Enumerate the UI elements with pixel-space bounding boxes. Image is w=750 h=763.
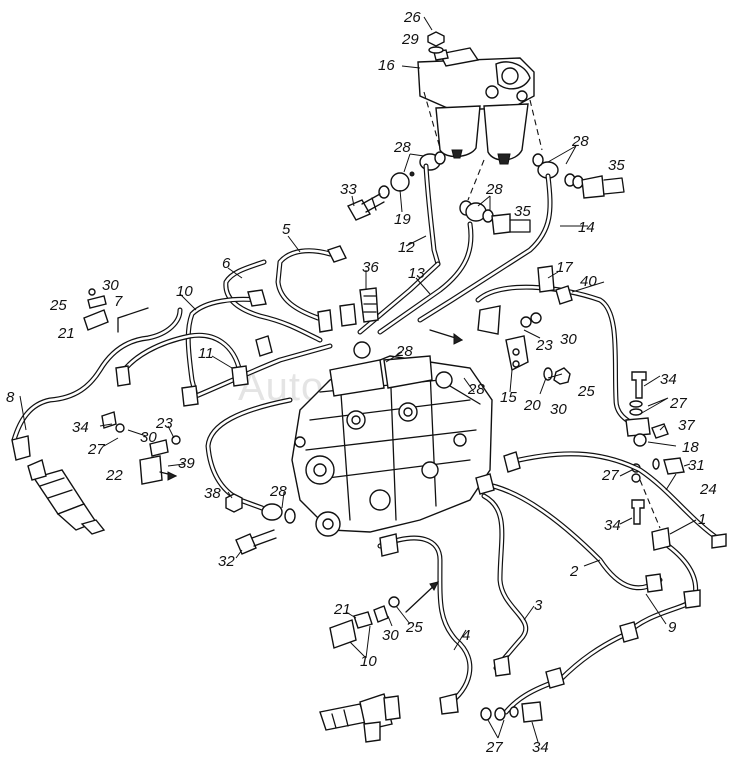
callout-34: 34 bbox=[604, 517, 621, 534]
callout-15: 15 bbox=[500, 389, 517, 406]
callout-30: 30 bbox=[382, 627, 399, 644]
callout-22: 22 bbox=[105, 467, 123, 484]
callout-32: 32 bbox=[218, 553, 235, 570]
injector-lines-left bbox=[11, 245, 357, 461]
callout-35: 35 bbox=[608, 157, 625, 174]
callout-10: 21 bbox=[57, 325, 75, 342]
callout-6: 6 bbox=[222, 255, 231, 272]
callout-38: 38 bbox=[204, 485, 221, 502]
callout-16: 16 bbox=[378, 57, 395, 74]
callout-34: 34 bbox=[660, 371, 677, 388]
callout-17: 17 bbox=[556, 259, 573, 276]
injector-bottom bbox=[319, 693, 401, 743]
clamp-parts bbox=[83, 288, 400, 649]
injector-left bbox=[27, 459, 106, 535]
callout-3: 3 bbox=[534, 597, 543, 614]
injector-lines-lower bbox=[377, 451, 727, 723]
callout-30: 30 bbox=[550, 401, 567, 418]
callout-27: 27 bbox=[669, 395, 687, 412]
callout-30: 30 bbox=[140, 429, 157, 446]
callout-27: 27 bbox=[601, 467, 619, 484]
callout-10: 10 bbox=[360, 653, 377, 670]
callout-21: 21 bbox=[333, 601, 351, 618]
callout-34: 34 bbox=[72, 419, 89, 436]
callout-9: 9 bbox=[668, 619, 677, 636]
callout-28: 28 bbox=[395, 343, 413, 360]
callout-33: 33 bbox=[340, 181, 357, 198]
fuel-filter-assembly bbox=[417, 31, 535, 165]
callout-23: 23 bbox=[535, 337, 553, 354]
callout-18: 18 bbox=[682, 439, 699, 456]
callout-30: 30 bbox=[560, 331, 577, 348]
callout-19: 19 bbox=[394, 211, 411, 228]
callout-4: 4 bbox=[462, 627, 470, 644]
callout-20: 20 bbox=[523, 397, 541, 414]
callout-27: 27 bbox=[485, 739, 503, 756]
callout-8: 8 bbox=[6, 389, 15, 406]
callout-5: 5 bbox=[282, 221, 291, 238]
arrow-upper-left bbox=[117, 307, 149, 319]
callout-31: 31 bbox=[688, 457, 705, 474]
callout-14: 14 bbox=[578, 219, 595, 236]
brackets bbox=[477, 265, 573, 385]
callout-39: 39 bbox=[178, 455, 195, 472]
callout-12: 12 bbox=[398, 239, 415, 256]
callout-7: 10 bbox=[176, 283, 193, 300]
callout-1: 1 bbox=[698, 511, 706, 528]
callout-37: 37 bbox=[678, 417, 695, 434]
callout-26: 26 bbox=[403, 9, 421, 26]
callout-21: 7 bbox=[114, 293, 123, 310]
injection-pump bbox=[291, 287, 493, 537]
callout-30: 30 bbox=[102, 277, 119, 294]
callout-34: 34 bbox=[532, 739, 549, 756]
callout-25: 25 bbox=[405, 619, 423, 636]
callout-11: 11 bbox=[198, 345, 214, 362]
callout-40: 40 bbox=[580, 273, 597, 290]
callout-13: 13 bbox=[408, 265, 425, 282]
callout-27: 27 bbox=[87, 441, 105, 458]
callout-36: 36 bbox=[362, 259, 379, 276]
callout-29: 29 bbox=[401, 31, 419, 48]
drain-line-lower-left bbox=[205, 397, 296, 555]
leader-lines bbox=[19, 16, 697, 743]
banjo-fittings-upper bbox=[347, 151, 625, 235]
callout-24: 24 bbox=[699, 481, 717, 498]
callout-25: 25 bbox=[49, 297, 67, 314]
callout-35: 35 bbox=[514, 203, 531, 220]
callout-28: 28 bbox=[467, 381, 485, 398]
callout-28: 28 bbox=[571, 133, 589, 150]
callout-labels: 26 29 16 28 28 35 33 19 28 35 5 12 14 6 … bbox=[6, 9, 717, 756]
callout-28: 28 bbox=[269, 483, 287, 500]
callout-28: 28 bbox=[393, 139, 411, 156]
callout-23: 23 bbox=[155, 415, 173, 432]
return-line-18 bbox=[475, 284, 685, 525]
callout-25: 25 bbox=[577, 383, 595, 400]
callout-2: 2 bbox=[569, 563, 579, 580]
callout-28: 28 bbox=[485, 181, 503, 198]
